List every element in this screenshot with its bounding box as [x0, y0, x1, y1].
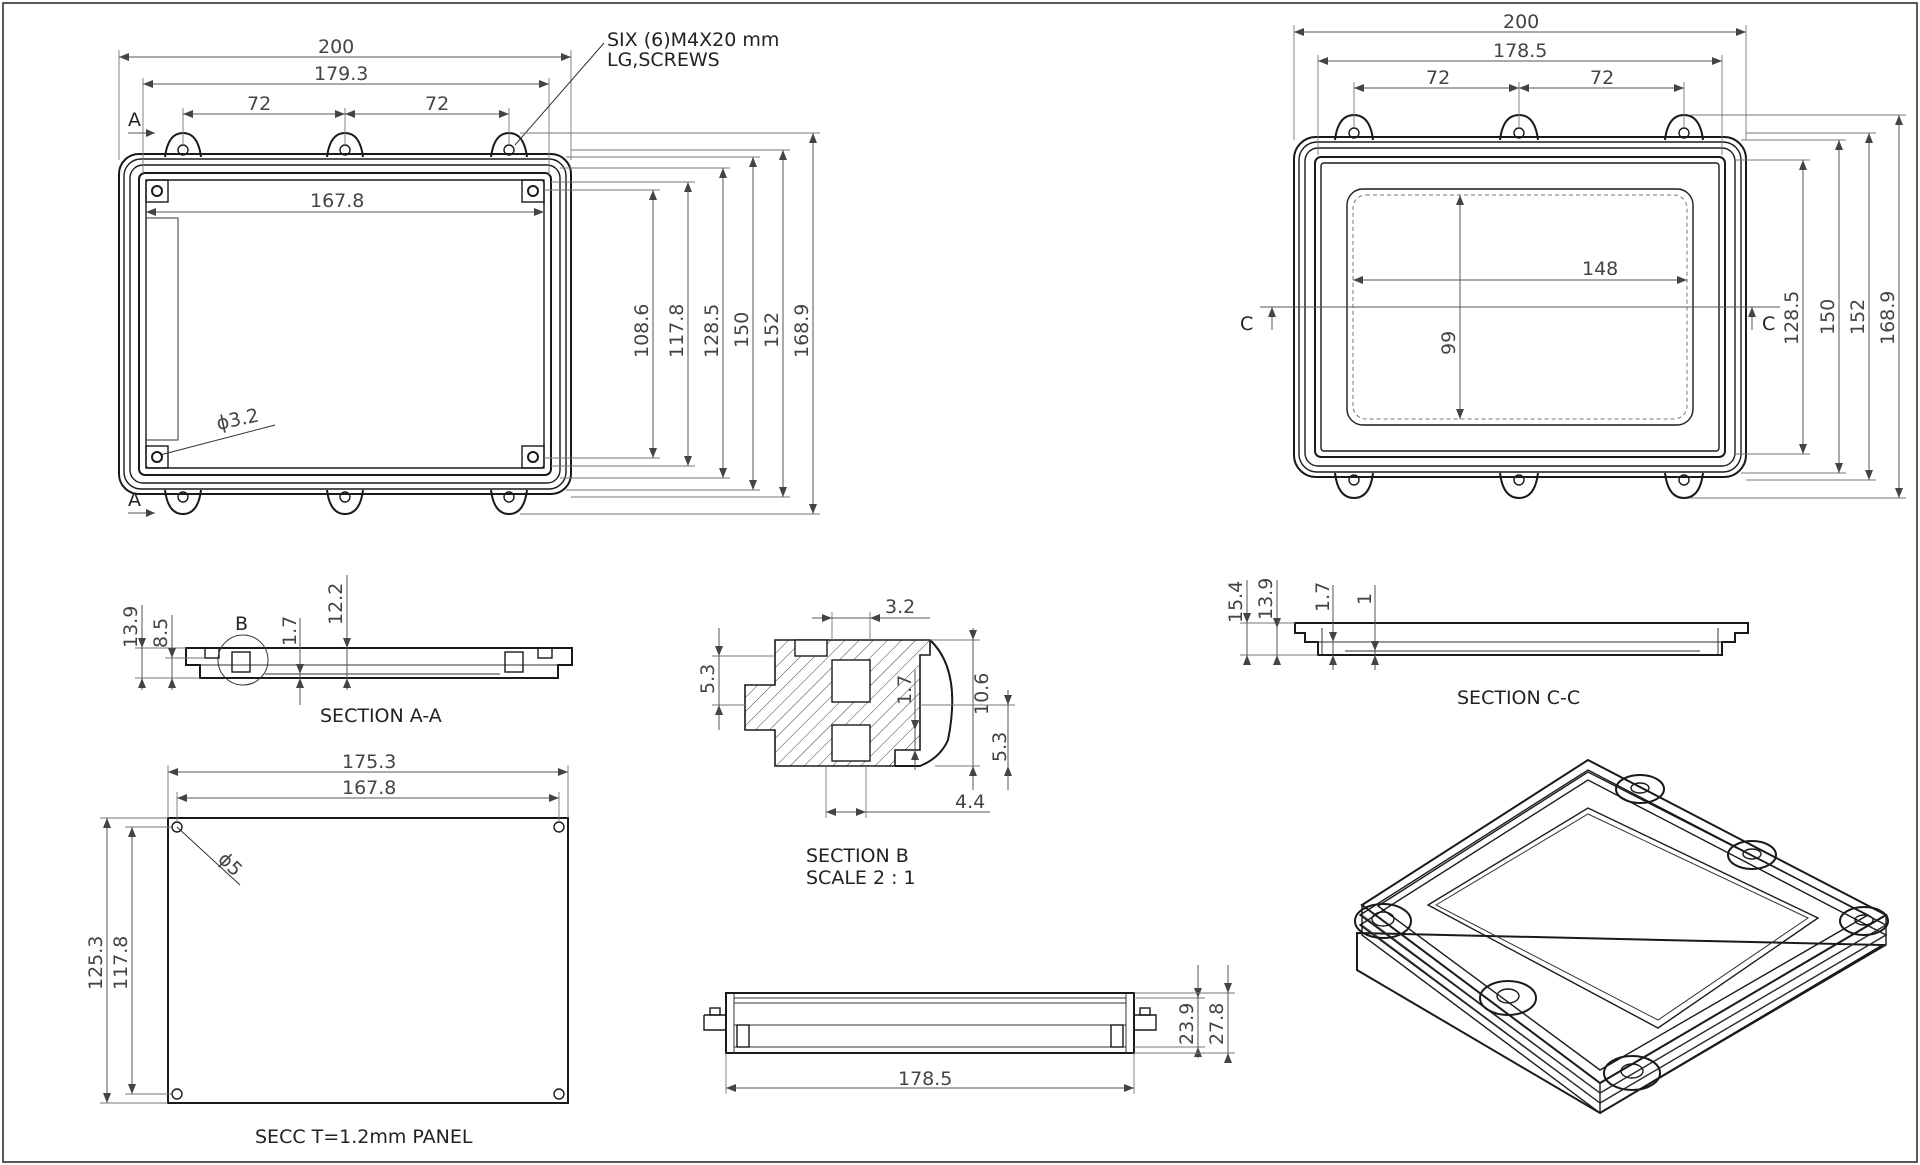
dim-top-h-117: 117.8 — [666, 304, 688, 358]
dim-lid-h-128: 128.5 — [1781, 291, 1803, 345]
section-c-marker-right: C — [1762, 313, 1775, 335]
dim-section-b-4-4: 4.4 — [955, 791, 985, 813]
section-c-marker-left: C — [1240, 313, 1253, 335]
dim-top-pitch-left: 72 — [247, 93, 271, 115]
dim-section-b-10-6: 10.6 — [971, 673, 993, 715]
dim-section-b-1-7: 1.7 — [894, 675, 916, 705]
dim-section-a-13-9: 13.9 — [120, 606, 142, 648]
dim-lid-overall-width: 200 — [1503, 11, 1539, 33]
note-screws-line2: LG,SCREWS — [607, 49, 720, 71]
section-b-detail-view: 3.2 5.3 1.7 10.6 5.3 4.4 SECTION B SCALE… — [697, 596, 1015, 889]
top-view-lid: C C 148 99 200 178.5 72 72 — [1240, 11, 1906, 500]
dim-top-h-152: 152 — [761, 312, 783, 348]
dim-top-inner-width: 167.8 — [310, 190, 364, 212]
dim-panel-overall-width: 175.3 — [342, 751, 396, 773]
dim-lid-h-168: 168.9 — [1877, 291, 1899, 345]
dim-top-h-150: 150 — [731, 312, 753, 348]
dim-section-a-1-7: 1.7 — [279, 616, 301, 646]
section-a-marker-bottom: A — [128, 489, 141, 511]
dim-panel-hole-width: 167.8 — [342, 777, 396, 799]
section-c-c-caption: SECTION C-C — [1457, 687, 1580, 709]
dim-section-a-8-5: 8.5 — [150, 618, 172, 648]
mounting-ears-top-view — [164, 131, 528, 516]
section-a-a-view: B 13.9 8.5 1.7 12.2 SECTION A-A — [120, 575, 573, 727]
section-b-marker: B — [235, 613, 248, 635]
dim-section-c-15-4: 15.4 — [1225, 581, 1247, 623]
isometric-view — [1354, 758, 1889, 1115]
panel-caption: SECC T=1.2mm PANEL — [255, 1126, 473, 1148]
dim-lid-hole-width: 178.5 — [1493, 40, 1547, 62]
dim-lid-h-150: 150 — [1817, 299, 1839, 335]
dim-section-b-3-2: 3.2 — [885, 596, 915, 618]
note-screws-line1: SIX (6)M4X20 mm — [607, 29, 779, 51]
section-a-marker-top: A — [128, 109, 141, 131]
dim-section-c-13-9: 13.9 — [1255, 578, 1277, 620]
isometric-mounting-ears — [1354, 774, 1889, 1091]
front-view: 178.5 23.9 27.8 — [703, 965, 1235, 1094]
panel-view: ϕ5 175.3 167.8 125.3 117.8 SECC T=1.2mm … — [85, 751, 569, 1148]
dim-section-b-5-3-left: 5.3 — [697, 664, 719, 694]
dim-panel-hole-height: 117.8 — [110, 936, 132, 990]
dim-section-b-5-3-right: 5.3 — [989, 732, 1011, 762]
dim-front-27-8: 27.8 — [1206, 1003, 1228, 1045]
dim-top-hole-width: 179.3 — [314, 63, 368, 85]
dim-front-23-9: 23.9 — [1176, 1003, 1198, 1045]
dim-top-h-168: 168.9 — [791, 304, 813, 358]
dim-top-h-108: 108.6 — [631, 304, 653, 358]
dim-lid-pitch-left: 72 — [1426, 67, 1450, 89]
section-b-caption-line1: SECTION B — [806, 845, 909, 867]
dim-section-c-1: 1 — [1354, 593, 1376, 605]
corner-bosses — [145, 179, 545, 469]
section-a-a-caption: SECTION A-A — [320, 705, 442, 727]
section-b-caption-line2: SCALE 2 : 1 — [806, 867, 916, 889]
dim-top-h-128: 128.5 — [701, 304, 723, 358]
dim-panel-overall-height: 125.3 — [85, 936, 107, 990]
dim-lid-window-width: 148 — [1582, 258, 1618, 280]
dim-top-pitch-right: 72 — [425, 93, 449, 115]
top-view-base: A A 200 179.3 72 72 167.8 SIX (6)M4X20 m… — [118, 29, 820, 517]
dim-front-inner-width: 178.5 — [898, 1068, 952, 1090]
dim-lid-pitch-right: 72 — [1590, 67, 1614, 89]
dim-section-a-12-2: 12.2 — [325, 583, 347, 625]
dim-top-overall-width: 200 — [318, 36, 354, 58]
dim-panel-hole-diameter: ϕ5 — [213, 848, 246, 881]
dim-lid-window-height: 99 — [1438, 331, 1460, 355]
dim-lid-h-152: 152 — [1847, 299, 1869, 335]
dim-section-c-1-7: 1.7 — [1312, 582, 1334, 612]
section-c-c-view: 15.4 13.9 1.7 1 SECTION C-C — [1225, 578, 1749, 709]
